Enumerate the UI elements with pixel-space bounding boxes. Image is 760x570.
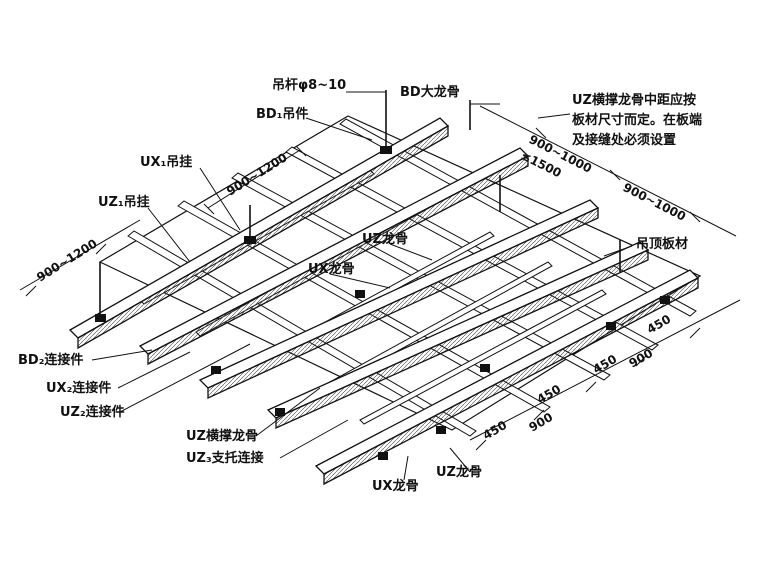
label-rod: 吊杆φ8~10 [272, 77, 346, 93]
connector-blocks [95, 146, 670, 460]
label-ux1-hanger: UX₁吊挂 [140, 154, 192, 170]
dim-900-1200-left: 900~1200 [34, 236, 100, 284]
label-uz-cross-keel: UZ横撑龙骨 [186, 428, 258, 444]
label-uz3-support: UZ₃支托连接 [186, 450, 264, 466]
label-ux-keel: UX龙骨 [308, 261, 355, 277]
label-uz-note-line3: 及接缝处必须设置 [572, 132, 676, 148]
label-bd-main-keel: BD大龙骨 [400, 84, 460, 100]
leader-lines [91, 91, 633, 481]
label-uz1-hanger: UZ₁吊挂 [98, 194, 150, 210]
bd-keel-2 [138, 147, 530, 366]
bd-main-keels [68, 117, 700, 486]
bd-keel-1 [68, 117, 450, 350]
label-ux2-connector: UX₂连接件 [46, 380, 111, 396]
label-uz-note-line1: UZ横撑龙骨中距应按 [572, 92, 696, 108]
label-uz2-connector: UZ₂连接件 [60, 404, 125, 420]
label-bd2-connector: BD₂连接件 [18, 352, 83, 368]
dim-900-1000-b: 900~1000 [621, 180, 688, 224]
dim-450-a: 450 [645, 312, 674, 337]
bd-keel-3 [198, 199, 600, 400]
label-uz-note-line2: 板材尺寸而定。在板端 [572, 112, 702, 128]
label-bd1-hanger: BD₁吊件 [256, 106, 308, 122]
dim-450-c: 450 [535, 382, 564, 407]
labels: 吊杆φ8~10 BD大龙骨 BD₁吊件 UX₁吊挂 UZ₁吊挂 UZ横撑龙骨中距… [18, 77, 702, 494]
bd-keel-5 [314, 269, 700, 486]
bd-keel-4 [266, 241, 650, 430]
label-ux-keel-bottom: UX龙骨 [372, 478, 419, 494]
label-uz-keel: UZ龙骨 [362, 231, 408, 247]
dim-900-b: 900 [527, 410, 556, 435]
dimension-lines [19, 105, 741, 451]
label-ceiling-board: 吊顶板材 [636, 236, 688, 252]
label-uz-keel-bottom: UZ龙骨 [436, 464, 482, 480]
